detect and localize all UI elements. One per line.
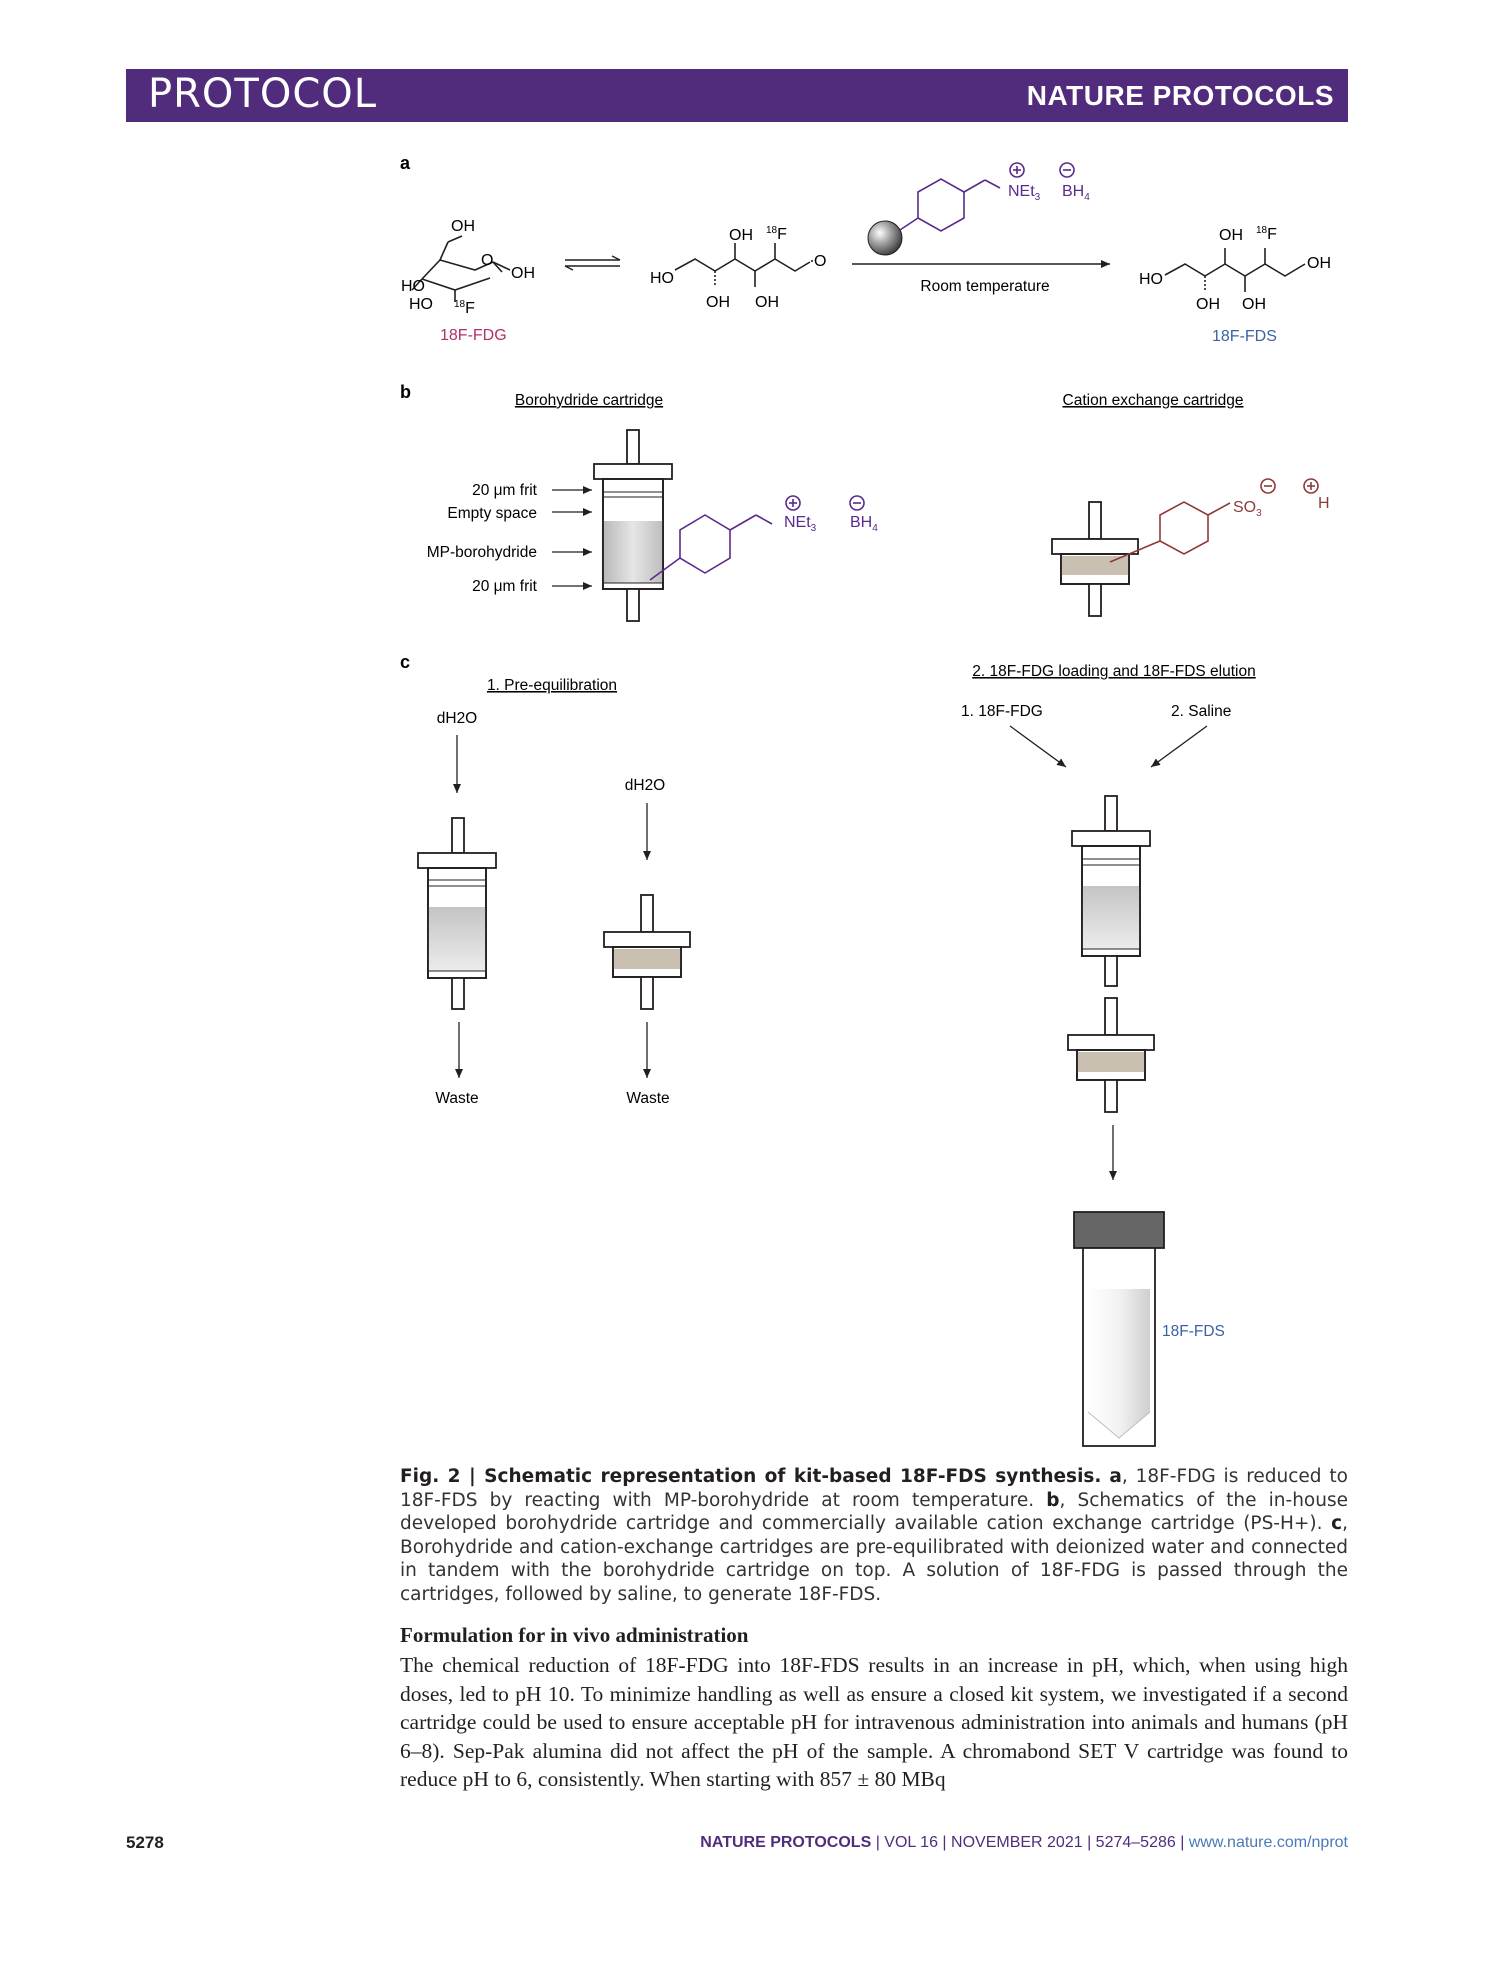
input-fdg-label: 1. 18F-FDG <box>961 703 1043 720</box>
svg-text:NEt3: NEt3 <box>1008 183 1041 203</box>
collection-vial <box>1073 1211 1165 1447</box>
svg-text:O: O <box>814 253 826 270</box>
cation-exchange-cartridge <box>1051 501 1139 617</box>
tandem-cation-cartridge <box>1067 997 1155 1113</box>
sulfonate-ligand <box>1109 478 1319 563</box>
section-heading: Formulation for in vivo administration <box>400 1623 749 1647</box>
svg-text:OH: OH <box>1307 255 1331 272</box>
product-label: 18F-FDS <box>1162 1323 1225 1340</box>
reagent-structure <box>899 162 1075 232</box>
preequilibration-cation-cartridge <box>603 894 691 1010</box>
svg-text:Empty space: Empty space <box>447 505 537 522</box>
fds-structure <box>1164 248 1306 292</box>
borohydride-callouts: 20 μm frit Empty space MP-borohydride 20… <box>427 482 592 595</box>
svg-text:BH4: BH4 <box>1062 183 1090 203</box>
svg-text:OH: OH <box>451 218 475 235</box>
fdg-input-arrow <box>1009 725 1067 768</box>
svg-text:OH: OH <box>729 227 753 244</box>
svg-text:HO: HO <box>1139 271 1163 288</box>
svg-text:OH: OH <box>1196 296 1220 313</box>
page-number: 5278 <box>126 1833 164 1852</box>
caption-b: Schematics of the in-house developed bor… <box>400 1489 1348 1535</box>
svg-text:HO: HO <box>401 278 425 295</box>
svg-text:OH: OH <box>1219 227 1243 244</box>
svg-text:MP-borohydride: MP-borohydride <box>427 544 537 561</box>
fdg-open-chain <box>674 243 813 287</box>
svg-text:HO: HO <box>650 270 674 287</box>
caption-a: 18F-FDG is reduced to 18F-FDS by reactin… <box>400 1466 1348 1511</box>
page-header: PROTOCOL NATURE PROTOCOLS <box>126 69 1348 122</box>
waste-label-1: Waste <box>435 1090 478 1107</box>
svg-text:OH: OH <box>706 294 730 311</box>
svg-text:O: O <box>481 252 493 269</box>
reaction-condition: Room temperature <box>920 278 1049 295</box>
panel-c-label: c <box>400 652 410 672</box>
svg-text:20 μm frit: 20 μm frit <box>472 578 538 595</box>
step1-title: 1. Pre-equilibration <box>487 677 617 694</box>
svg-text:SO3: SO3 <box>1233 499 1262 519</box>
cation-title: Cation exchange cartridge <box>1063 392 1244 409</box>
panel-a-label: a <box>400 153 411 173</box>
polymer-bead-icon <box>867 220 903 256</box>
svg-text:OH: OH <box>755 294 779 311</box>
borohydride-cartridge <box>593 429 673 622</box>
svg-text:OH: OH <box>511 265 535 282</box>
svg-text:18F: 18F <box>766 225 787 243</box>
tandem-borohydride-cartridge <box>1071 795 1151 987</box>
svg-text:20 μm frit: 20 μm frit <box>472 482 538 499</box>
borohydride-title: Borohydride cartridge <box>515 392 663 409</box>
figure-2: a OH O OH HO HO 18F 18F-FDG HO OH 18F O … <box>400 153 1331 1447</box>
body-paragraph: The chemical reduction of 18F-FDG into 1… <box>400 1653 1348 1791</box>
panel-b-label: b <box>400 382 411 402</box>
figure-caption: Fig. 2 | Schematic representation of kit… <box>400 1466 1348 1605</box>
svg-text:OH: OH <box>1242 296 1266 313</box>
svg-text:BH4: BH4 <box>850 514 878 534</box>
preequilibration-borohydride-cartridge <box>417 817 497 1010</box>
caption-title: Fig. 2 | Schematic representation of kit… <box>400 1466 1102 1487</box>
step2-title: 2. 18F-FDG loading and 18F-FDS elution <box>972 663 1255 680</box>
fdg-structure <box>411 235 511 302</box>
svg-text:NEt3: NEt3 <box>784 514 817 534</box>
journal-link[interactable]: www.nature.com/nprot <box>1188 1834 1348 1851</box>
fds-label: 18F-FDS <box>1212 328 1277 345</box>
svg-text:H: H <box>1318 495 1330 512</box>
svg-text:HO: HO <box>409 296 433 313</box>
footer-citation: NATURE PROTOCOLS | VOL 16 | NOVEMBER 202… <box>700 1834 1348 1851</box>
saline-input-arrow <box>1150 725 1208 768</box>
journal-name: NATURE PROTOCOLS <box>1026 80 1334 111</box>
fdg-label: 18F-FDG <box>440 327 507 344</box>
svg-text:18F: 18F <box>454 299 475 317</box>
equilibrium-arrow <box>564 255 621 271</box>
waste-label-2: Waste <box>626 1090 669 1107</box>
water-label-1: dH2O <box>437 710 478 727</box>
input-saline-label: 2. Saline <box>1171 703 1231 720</box>
borohydride-ligand <box>649 495 865 581</box>
section-label: PROTOCOL <box>148 71 378 117</box>
svg-text:18F: 18F <box>1256 225 1277 243</box>
caption-c: Borohydride and cation-exchange cartridg… <box>400 1536 1348 1605</box>
water-label-2: dH2O <box>625 777 666 794</box>
